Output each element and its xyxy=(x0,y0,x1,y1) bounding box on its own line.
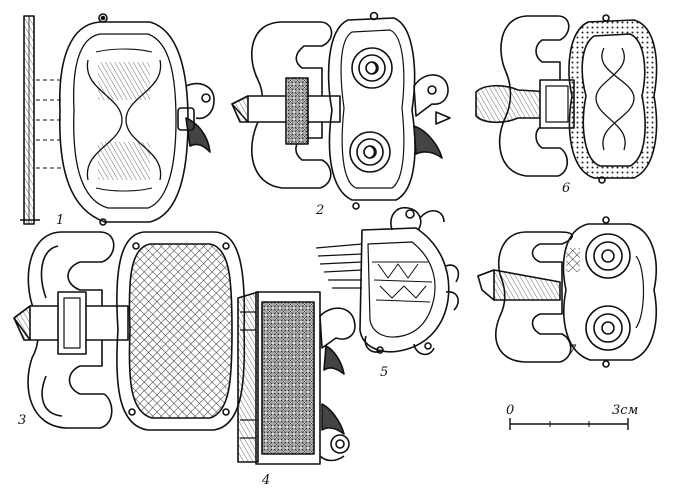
buckle-6 xyxy=(475,14,658,184)
buckle-4 xyxy=(237,291,356,465)
buckle-2 xyxy=(231,11,451,210)
label-3: 3 xyxy=(18,413,26,428)
buckle-plate xyxy=(58,21,189,223)
buckle-7 xyxy=(477,216,657,368)
scale-bar xyxy=(509,418,629,430)
label-2: 2 xyxy=(315,203,324,218)
label-6: 6 xyxy=(562,181,570,196)
buckle-3 xyxy=(13,231,246,431)
label-1: 1 xyxy=(56,213,64,228)
scale-end-label: 3см xyxy=(612,403,638,418)
label-7: 7 xyxy=(568,343,577,358)
label-5: 5 xyxy=(380,365,388,380)
label-4: 4 xyxy=(261,473,270,488)
buckle-5 xyxy=(315,206,460,356)
buckle-1 xyxy=(20,13,215,226)
scale-start-label: 0 xyxy=(506,403,514,418)
